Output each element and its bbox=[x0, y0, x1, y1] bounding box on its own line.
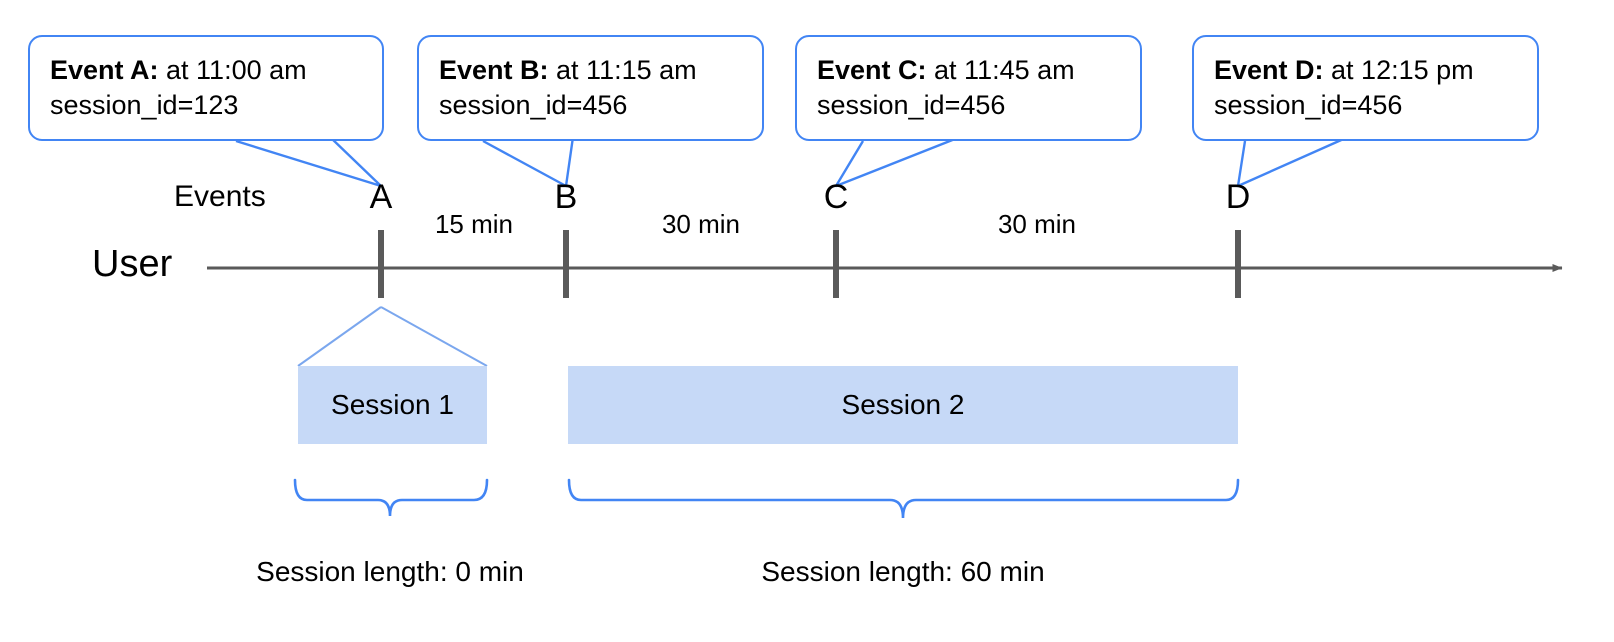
session-box-2[interactable]: Session 2 bbox=[568, 366, 1238, 444]
callout-event-c[interactable]: Event C: at 11:45 am session_id=456 bbox=[795, 35, 1142, 141]
session1-connector-right bbox=[380, 306, 488, 367]
session2-brace bbox=[567, 478, 1240, 519]
session-box-1-label: Session 1 bbox=[331, 389, 454, 420]
session1-brace bbox=[293, 478, 489, 517]
callout-d-time: at 12:15 pm bbox=[1323, 55, 1474, 85]
callout-tail-a bbox=[235, 136, 383, 188]
event-marker-c[interactable]: C bbox=[823, 178, 849, 216]
event-marker-b[interactable]: B bbox=[554, 178, 578, 216]
gap-label-c-d: 30 min bbox=[997, 209, 1077, 239]
gap-label-b-c: 30 min bbox=[661, 209, 741, 239]
callout-b-time: at 11:15 am bbox=[548, 55, 697, 85]
callout-event-a[interactable]: Event A: at 11:00 am session_id=123 bbox=[28, 35, 384, 141]
callout-c-title: Event C: bbox=[817, 55, 927, 85]
callout-c-detail: session_id=456 bbox=[817, 90, 1006, 121]
session-2-length-label: Session length: 60 min bbox=[761, 556, 1045, 587]
callout-event-d[interactable]: Event D: at 12:15 pm session_id=456 bbox=[1192, 35, 1539, 141]
session-box-1[interactable]: Session 1 bbox=[298, 366, 487, 444]
callout-b-title: Event B: bbox=[439, 55, 549, 85]
events-row-label: Events bbox=[174, 180, 266, 213]
event-marker-a[interactable]: A bbox=[369, 178, 393, 216]
callout-d-title: Event D: bbox=[1214, 55, 1324, 85]
user-row-label: User bbox=[92, 243, 173, 285]
callout-a-detail: session_id=123 bbox=[50, 90, 239, 121]
callout-a-time: at 11:00 am bbox=[158, 55, 307, 85]
session-box-2-label: Session 2 bbox=[841, 389, 965, 420]
gap-label-a-b: 15 min bbox=[434, 209, 514, 239]
event-marker-d[interactable]: D bbox=[1225, 178, 1251, 216]
callout-b-detail: session_id=456 bbox=[439, 90, 628, 121]
callout-event-b[interactable]: Event B: at 11:15 am session_id=456 bbox=[417, 35, 764, 141]
session-1-length-label: Session length: 0 min bbox=[256, 556, 524, 587]
callout-a-title: Event A: bbox=[50, 55, 159, 85]
session1-connector-left bbox=[297, 306, 382, 367]
callout-c-time: at 11:45 am bbox=[926, 55, 1075, 85]
callout-d-detail: session_id=456 bbox=[1214, 90, 1403, 121]
